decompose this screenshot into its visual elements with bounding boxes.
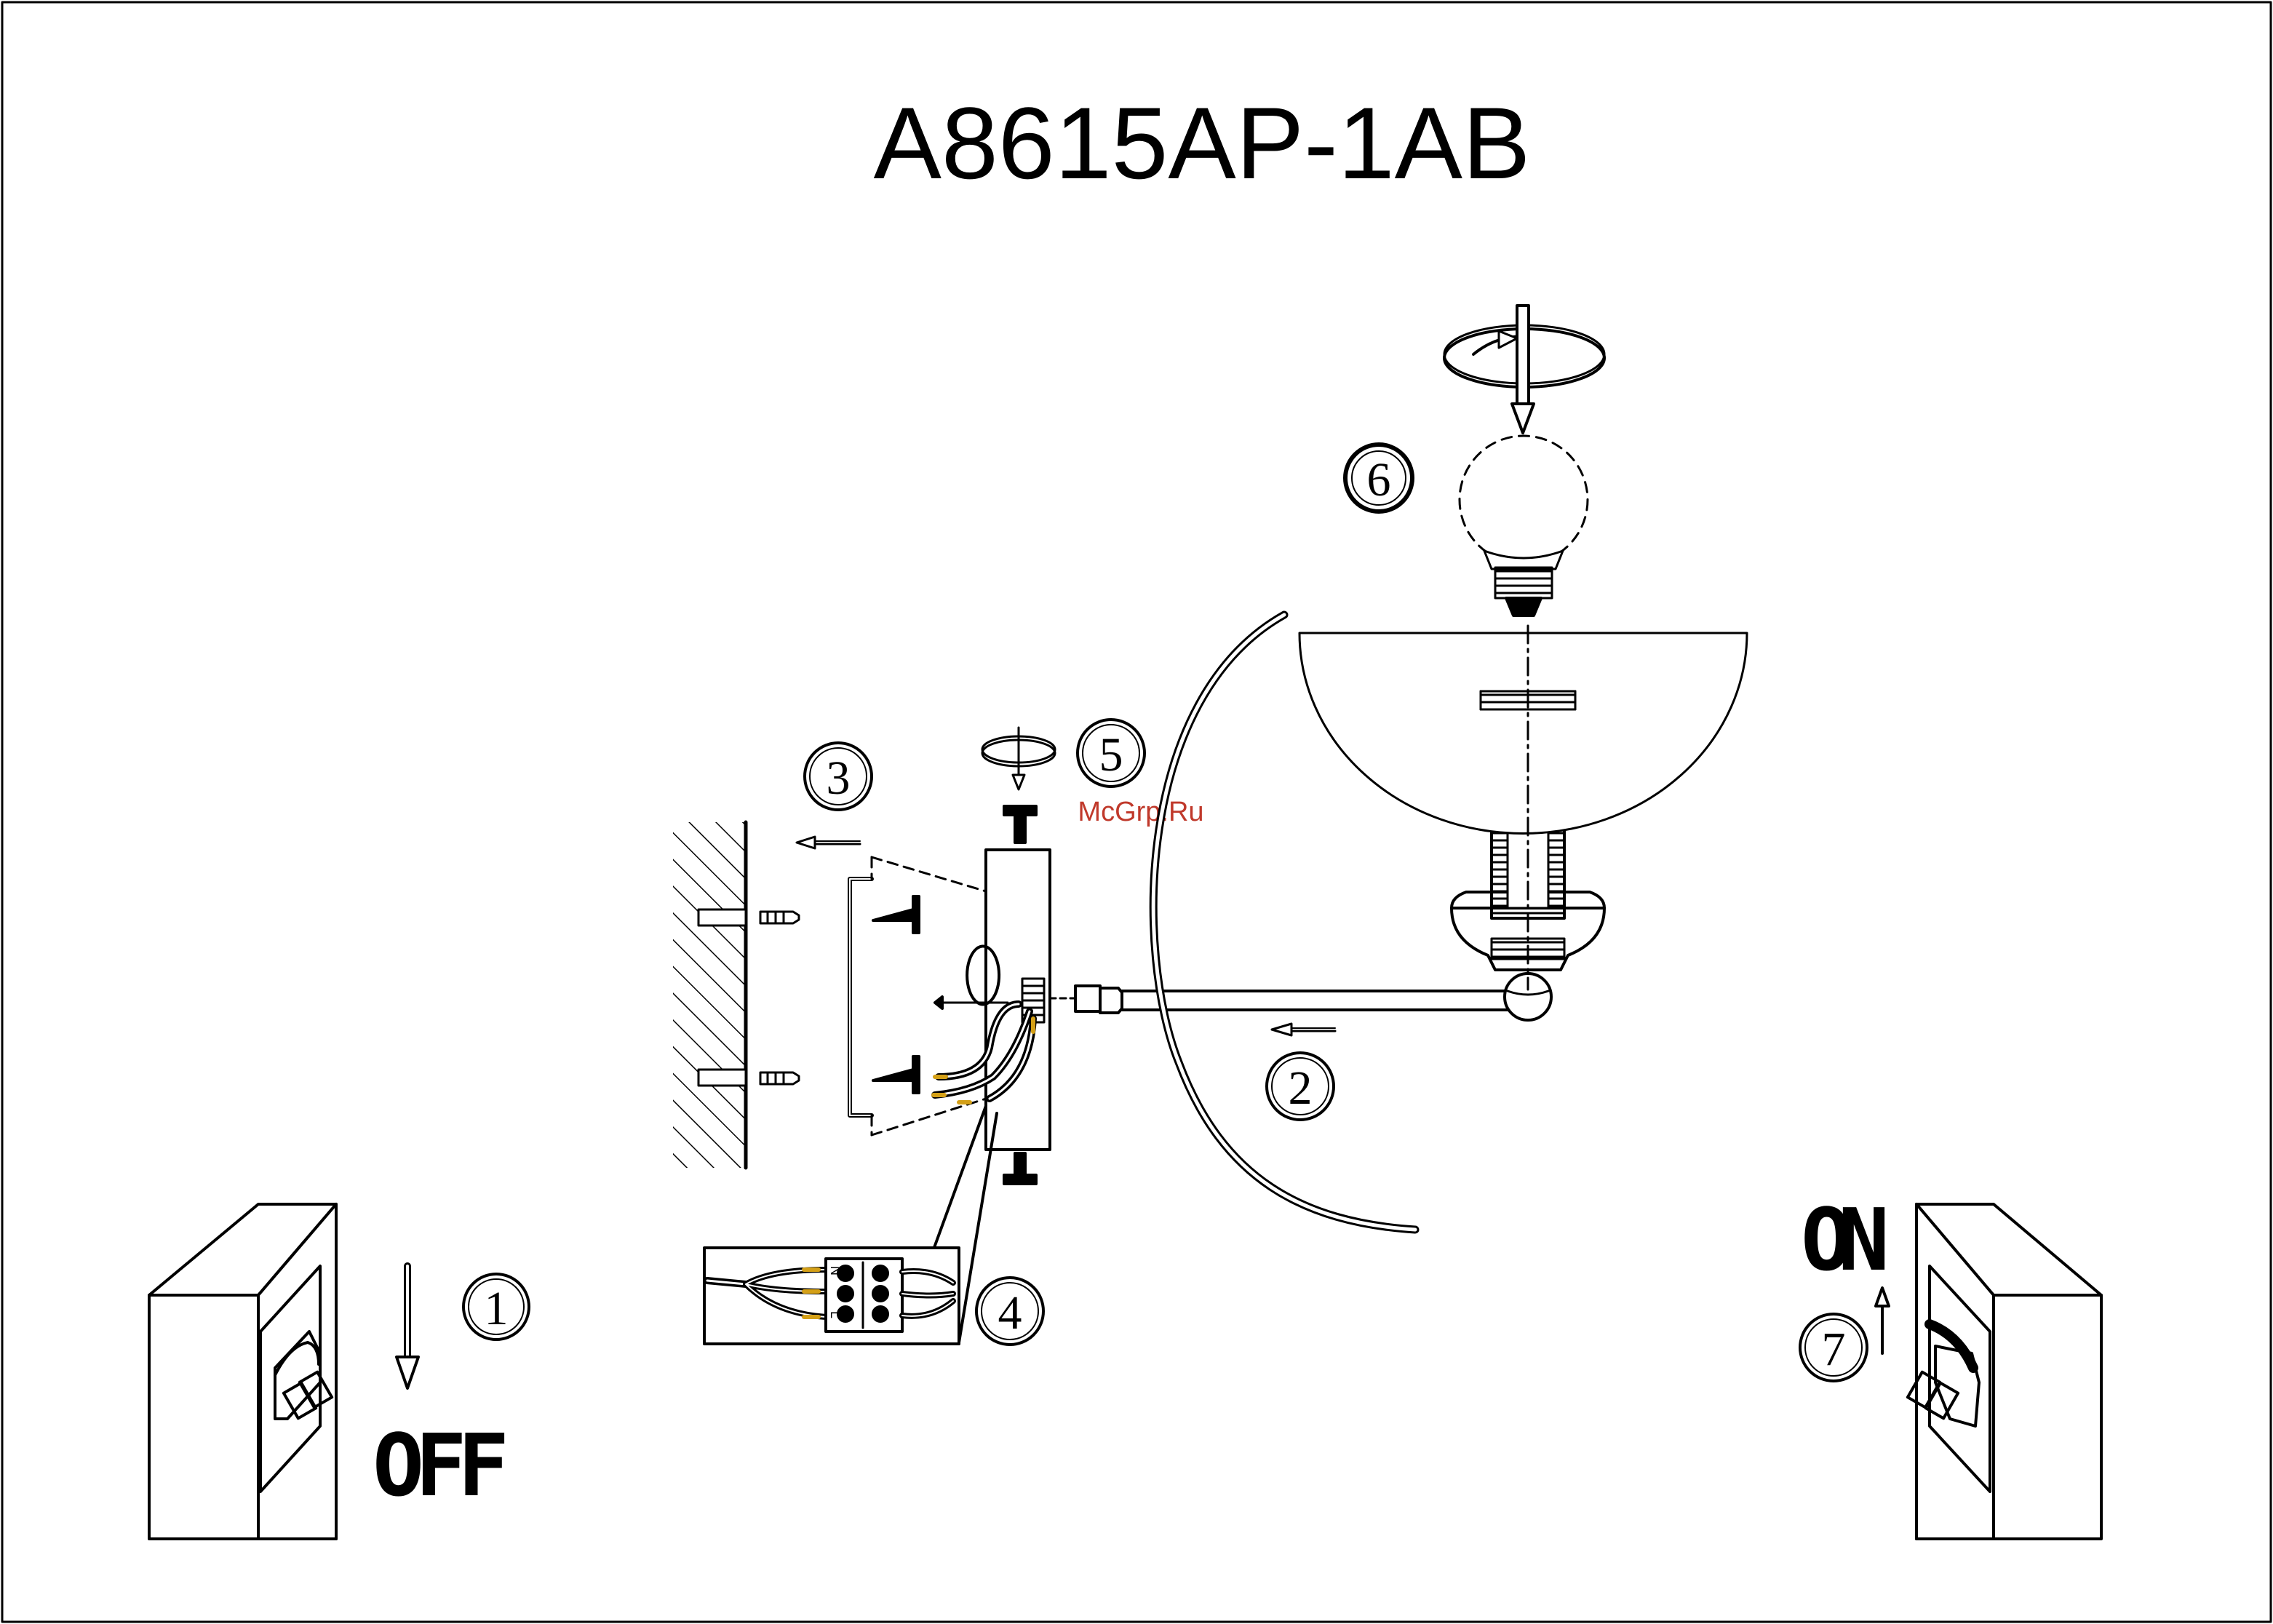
bulb-icon: [1460, 436, 1588, 616]
glass-shade: [1299, 633, 1747, 833]
wall-canopy: [935, 806, 1050, 1184]
switch-off-illustration: [149, 1204, 336, 1539]
page-title: A8615AP-1AB: [874, 86, 1531, 200]
screw-icon: [873, 896, 919, 1093]
lamp-arm: [1050, 986, 1508, 1013]
terminal-mark-n: N: [828, 1266, 843, 1275]
wall-illustration: [673, 822, 746, 1168]
step-3-number: 3: [827, 752, 851, 805]
arrow-up-icon: [1876, 1288, 1889, 1353]
terminal-block-inset: [704, 1106, 997, 1344]
arrow-down-icon: [397, 1266, 418, 1388]
step-4-number: 4: [998, 1286, 1022, 1340]
arrow-left-icon-2: [1272, 1024, 1335, 1035]
rotate-icon: [982, 728, 1055, 789]
step-6-number: 6: [1367, 453, 1391, 506]
step-1-number: 1: [485, 1282, 509, 1335]
terminal-mark-l: L: [828, 1311, 843, 1318]
on-label: ON: [1801, 1190, 1890, 1290]
step-5-number: 5: [1099, 728, 1123, 781]
off-label: OFF: [373, 1415, 509, 1516]
step-7-number: 7: [1822, 1323, 1846, 1376]
mounting-bracket: [850, 879, 872, 1115]
arrow-left-icon: [797, 837, 860, 848]
step-2-number: 2: [1289, 1062, 1313, 1115]
projection-lines: [872, 857, 986, 1135]
wall-plug-icon: [760, 912, 799, 1084]
watermark: McGrp.Ru: [1078, 797, 1203, 827]
switch-on-illustration: [1908, 1204, 2101, 1539]
rotate-icon-2: [1444, 306, 1604, 433]
